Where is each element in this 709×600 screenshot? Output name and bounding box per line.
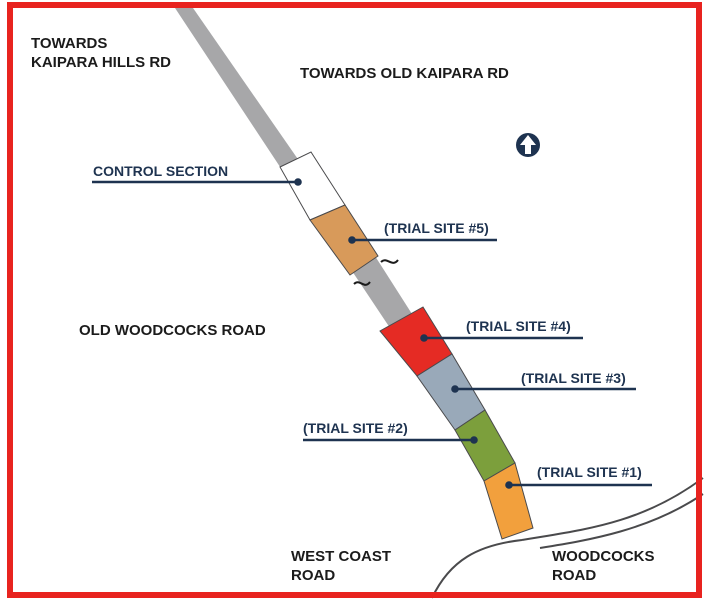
trial-site-5-label: (TRIAL SITE #5) <box>384 220 489 236</box>
site3-callout-dot <box>451 385 459 393</box>
woodcocks-road-edge <box>521 477 704 541</box>
woodcocks-road-edge-2 <box>539 493 704 549</box>
site2-callout-dot <box>470 436 478 444</box>
woodcocks-label-line1: WOODCOCKS <box>552 548 655 565</box>
trial-site-5-section[interactable] <box>309 204 379 276</box>
north-arrow-icon <box>516 133 540 157</box>
road-break-symbol <box>353 281 371 286</box>
control-callout-dot <box>294 178 302 186</box>
trial-site-2-label: (TRIAL SITE #2) <box>303 420 408 436</box>
trial-site-1-section[interactable] <box>483 462 534 540</box>
woodcocks-label-line2: ROAD <box>552 567 596 584</box>
west-coast-label-line1: WEST COAST <box>291 548 391 565</box>
control-section-label: CONTROL SECTION <box>93 163 228 179</box>
road-upper <box>175 8 311 185</box>
kaipara-hills-label-line2: KAIPARA HILLS RD <box>31 54 171 71</box>
trial-site-3-label: (TRIAL SITE #3) <box>521 370 626 386</box>
kaipara-hills-label-line1: TOWARDS <box>31 35 107 52</box>
trial-site-1-label: (TRIAL SITE #1) <box>537 464 642 480</box>
site4-callout-dot <box>420 334 428 342</box>
site5-callout-dot <box>348 236 356 244</box>
map-frame <box>7 2 702 598</box>
road-middle <box>350 256 412 328</box>
west-coast-label-line2: ROAD <box>291 567 335 584</box>
road-break-symbol-2 <box>380 259 399 264</box>
trial-site-4-label: (TRIAL SITE #4) <box>466 318 571 334</box>
west-coast-road-edge <box>431 539 523 599</box>
site1-callout-dot <box>505 481 513 489</box>
old-kaipara-label: TOWARDS OLD KAIPARA RD <box>300 65 509 82</box>
old-woodcocks-label: OLD WOODCOCKS ROAD <box>79 322 266 339</box>
